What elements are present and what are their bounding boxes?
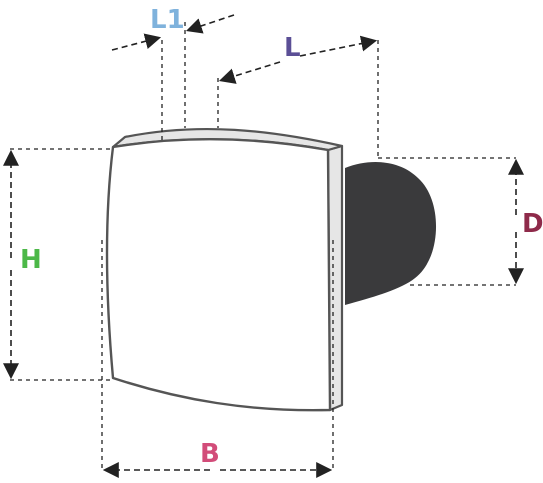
l-arrow — [218, 61, 281, 84]
label-d: D — [522, 209, 543, 239]
fan-front-panel — [105, 137, 332, 412]
l1-arrow-right — [185, 14, 235, 34]
label-h: H — [20, 245, 42, 275]
label-l: L — [284, 33, 301, 63]
motor-housing — [345, 162, 437, 305]
label-l1: L1 — [150, 5, 185, 35]
dimension-arrows — [3, 14, 524, 478]
l1-arrow-left — [111, 33, 162, 51]
extension-lines — [10, 22, 516, 470]
label-b: B — [200, 439, 220, 469]
